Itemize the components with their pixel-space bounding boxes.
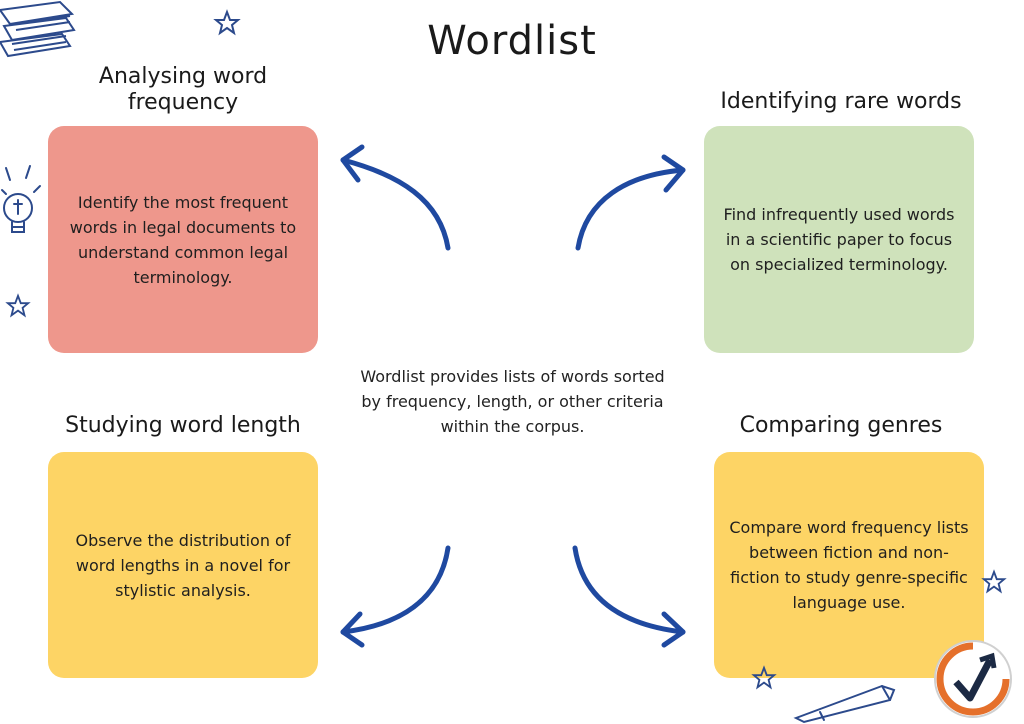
- logo-icon: [934, 640, 1012, 718]
- card-heading-comparing-genres: Comparing genres: [739, 413, 943, 438]
- card-text-word-frequency: Identify the most frequent words in lega…: [69, 192, 297, 287]
- star-icon: [5, 293, 31, 318]
- arrow-head-top-right-icon: [661, 154, 686, 193]
- card-heading-rare-words: Identifying rare words: [720, 89, 962, 114]
- arrow-top-left-icon: [340, 157, 451, 251]
- center-description: Wordlist provides lists of words sorted …: [360, 367, 665, 436]
- card-word-frequency: Identify the most frequent words in lega…: [48, 126, 318, 353]
- star-icon: [213, 9, 241, 36]
- arrow-bottom-left-icon: [340, 545, 451, 635]
- lightbulb-icon: [1, 165, 41, 233]
- card-heading-word-frequency: Analysing word frequency: [98, 64, 268, 115]
- books-icon: [0, 0, 76, 58]
- page-title: Wordlist: [427, 18, 597, 64]
- star-icon: [981, 569, 1007, 594]
- card-text-comparing-genres: Compare word frequency lists between fic…: [729, 518, 969, 612]
- arrow-head-bottom-left-icon: [340, 611, 365, 648]
- card-rare-words: Find infrequently used words in a scient…: [704, 126, 974, 353]
- arrow-head-bottom-right-icon: [661, 611, 686, 648]
- card-text-word-length: Observe the distribution of word lengths…: [75, 530, 291, 600]
- arrow-bottom-right-icon: [572, 545, 686, 635]
- pen-icon: [793, 684, 896, 724]
- arrow-top-right-icon: [575, 167, 686, 251]
- card-text-rare-words: Find infrequently used words in a scient…: [723, 205, 955, 274]
- arrow-head-top-left-icon: [340, 144, 365, 183]
- card-heading-word-length: Studying word length: [65, 413, 301, 438]
- card-comparing-genres: Compare word frequency lists between fic…: [714, 452, 984, 678]
- star-icon: [751, 665, 777, 690]
- card-word-length: Observe the distribution of word lengths…: [48, 452, 318, 678]
